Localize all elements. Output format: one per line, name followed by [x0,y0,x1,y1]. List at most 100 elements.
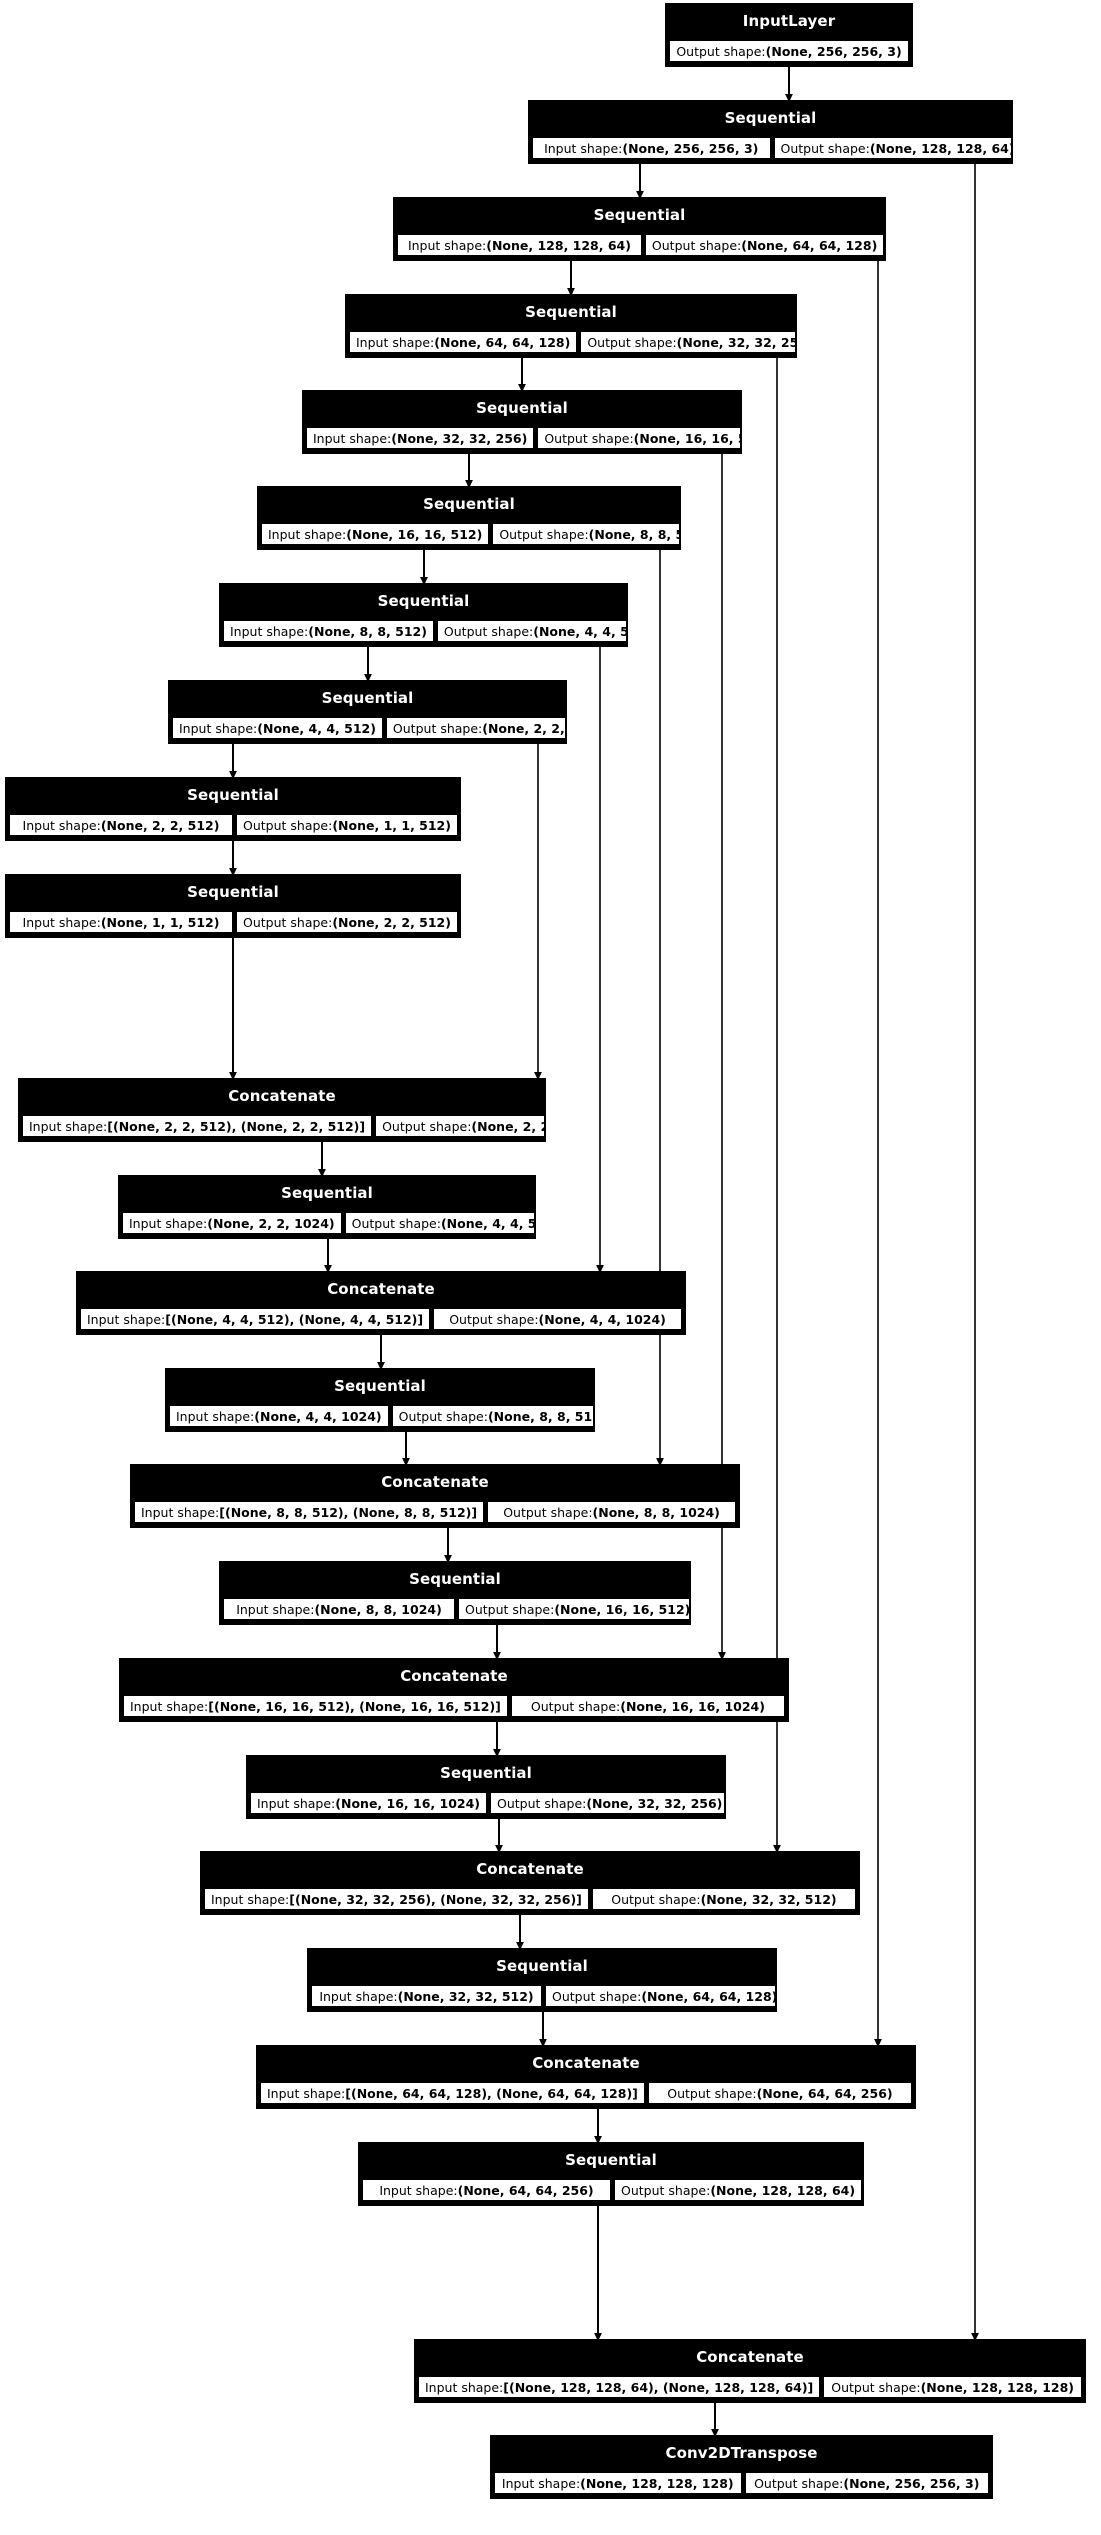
output-shape-cell: Output shape: (None, 8, 8, 1024) [487,1501,736,1523]
input-shape-cell-value: [(None, 8, 8, 512), (None, 8, 8, 512)] [219,1504,478,1520]
output-shape-cell-label: Output shape: [499,526,589,542]
node-shape-row: Input shape: (None, 32, 32, 256)Output s… [304,425,740,452]
input-shape-cell: Input shape: [(None, 128, 128, 64), (Non… [418,2376,821,2398]
input-shape-cell-value: (None, 32, 32, 512) [397,1988,534,2004]
node-shape-row: Input shape: (None, 64, 64, 256)Output s… [360,2177,862,2204]
output-shape-cell-label: Output shape: [552,1988,642,2004]
output-shape-cell-label: Output shape: [398,1408,488,1424]
input-shape-cell-label: Input shape: [176,1408,255,1424]
output-shape-cell: Output shape: (None, 2, 2, 1024) [375,1115,544,1137]
output-shape-cell: Output shape: (None, 8, 8, 512) [492,523,679,545]
node-shape-row: Input shape: (None, 1, 1, 512)Output sha… [7,909,459,936]
node-shape-row: Output shape: (None, 256, 256, 3) [667,38,911,65]
input-shape-cell-label: Input shape: [356,334,435,350]
node-title: Sequential [304,392,740,425]
input-shape-cell-value: (None, 4, 4, 1024) [254,1408,382,1424]
node-shape-row: Input shape: [(None, 16, 16, 512), (None… [121,1693,787,1720]
output-shape-cell-value: (None, 128, 128, 64) [869,140,1013,156]
input-shape-cell: Input shape: [(None, 8, 8, 512), (None, … [134,1501,485,1523]
input-shape-cell-value: [(None, 16, 16, 512), (None, 16, 16, 512… [208,1698,501,1714]
output-shape-cell-value: (None, 16, 16, 512) [633,430,740,446]
input-shape-cell-value: [(None, 32, 32, 256), (None, 32, 32, 256… [289,1891,582,1907]
output-shape-cell: Output shape: (None, 256, 256, 3) [669,40,909,62]
input-shape-cell: Input shape: (None, 16, 16, 1024) [250,1792,488,1814]
output-shape-cell: Output shape: (None, 2, 2, 512) [385,717,565,739]
output-shape-cell-label: Output shape: [243,914,333,930]
output-shape-cell-label: Output shape: [465,1601,555,1617]
input-shape-cell-label: Input shape: [407,237,487,253]
output-shape-cell-value: (None, 256, 256, 3) [765,43,902,59]
output-shape-cell-label: Output shape: [831,2379,921,2395]
output-shape-cell-value: (None, 2, 2, 1024) [471,1118,544,1134]
input-shape-cell: Input shape: (None, 8, 8, 1024) [223,1598,455,1620]
node-shape-row: Input shape: (None, 8, 8, 512)Output sha… [221,618,626,645]
input-shape-cell-label: Input shape: [22,914,101,930]
node-shape-row: Input shape: (None, 4, 4, 1024) Output sh… [167,1403,593,1430]
input-shape-cell-value: (None, 128, 128, 64) [486,237,631,253]
input-shape-cell-value: (None, 32, 32, 256) [391,430,528,446]
node-title: Concatenate [258,2047,914,2080]
output-shape-cell: Output shape: (None, 16, 16, 512) [537,427,740,449]
output-shape-cell: Output shape: (None, 32, 32, 256) [490,1792,724,1814]
output-shape-cell-label: Output shape: [587,334,677,350]
output-shape-cell-label: Output shape: [392,720,483,736]
output-shape-cell-value: (None, 4, 4, 512) [440,1215,536,1231]
output-shape-cell: Output shape: (None, 128, 128, 64) [614,2179,862,2201]
input-shape-cell: Input shape: (None, 256, 256, 3) [532,137,771,159]
output-shape-cell: Output shape: (None, 1, 1, 512) [236,814,458,836]
input-shape-cell-value: [(None, 4, 4, 512), (None, 4, 4, 512)] [165,1311,424,1327]
input-shape-cell: Input shape: (None, 128, 128, 64) [397,234,642,256]
output-shape-cell-label: Output shape: [497,1795,587,1811]
input-shape-cell-label: Input shape: [141,1504,220,1520]
output-shape-cell: Output shape: (None, 128, 128, 128) [823,2376,1082,2398]
node-shape-row: Input shape: (None, 2, 2, 1024)Output sh… [120,1210,534,1237]
input-shape-cell: Input shape: (None, 2, 2, 1024) [122,1212,342,1234]
node-shape-row: Input shape: (None, 4, 4, 512)Output sha… [170,715,565,742]
input-shape-cell-label: Input shape: [425,2379,504,2395]
input-shape-cell: Input shape: (None, 64, 64, 128) [349,331,578,353]
node-title: Sequential [167,1370,593,1403]
input-shape-cell: Input shape: [(None, 16, 16, 512), (None… [123,1695,508,1717]
input-shape-cell: Input shape: (None, 32, 32, 512) [311,1985,542,2007]
input-shape-cell-label: Input shape: [179,720,258,736]
output-shape-cell-label: Output shape: [243,817,333,833]
input-shape-cell-label: Input shape: [87,1311,166,1327]
output-shape-cell-label: Output shape: [621,2182,711,2198]
node-shape-row: Input shape: (None, 128, 128, 64)Output … [395,232,884,259]
output-shape-cell-label: Output shape: [382,1118,472,1134]
node-shape-row: Input shape: (None, 16, 16, 512)Output s… [259,521,679,548]
output-shape-cell-value: (None, 16, 16, 512) [554,1601,691,1617]
node-shape-row: Input shape: [(None, 32, 32, 256), (None… [202,1886,858,1913]
output-shape-cell-value: (None, 256, 256, 3) [843,2475,980,2491]
input-shape-cell-label: Input shape: [257,1795,336,1811]
output-shape-cell-label: Output shape: [611,1891,701,1907]
node-title: Conv2DTranspose [492,2437,991,2470]
node-title: Sequential [221,1563,689,1596]
node-title: Concatenate [202,1853,858,1886]
output-shape-cell: Output shape: (None, 64, 64, 256) [647,2082,912,2104]
